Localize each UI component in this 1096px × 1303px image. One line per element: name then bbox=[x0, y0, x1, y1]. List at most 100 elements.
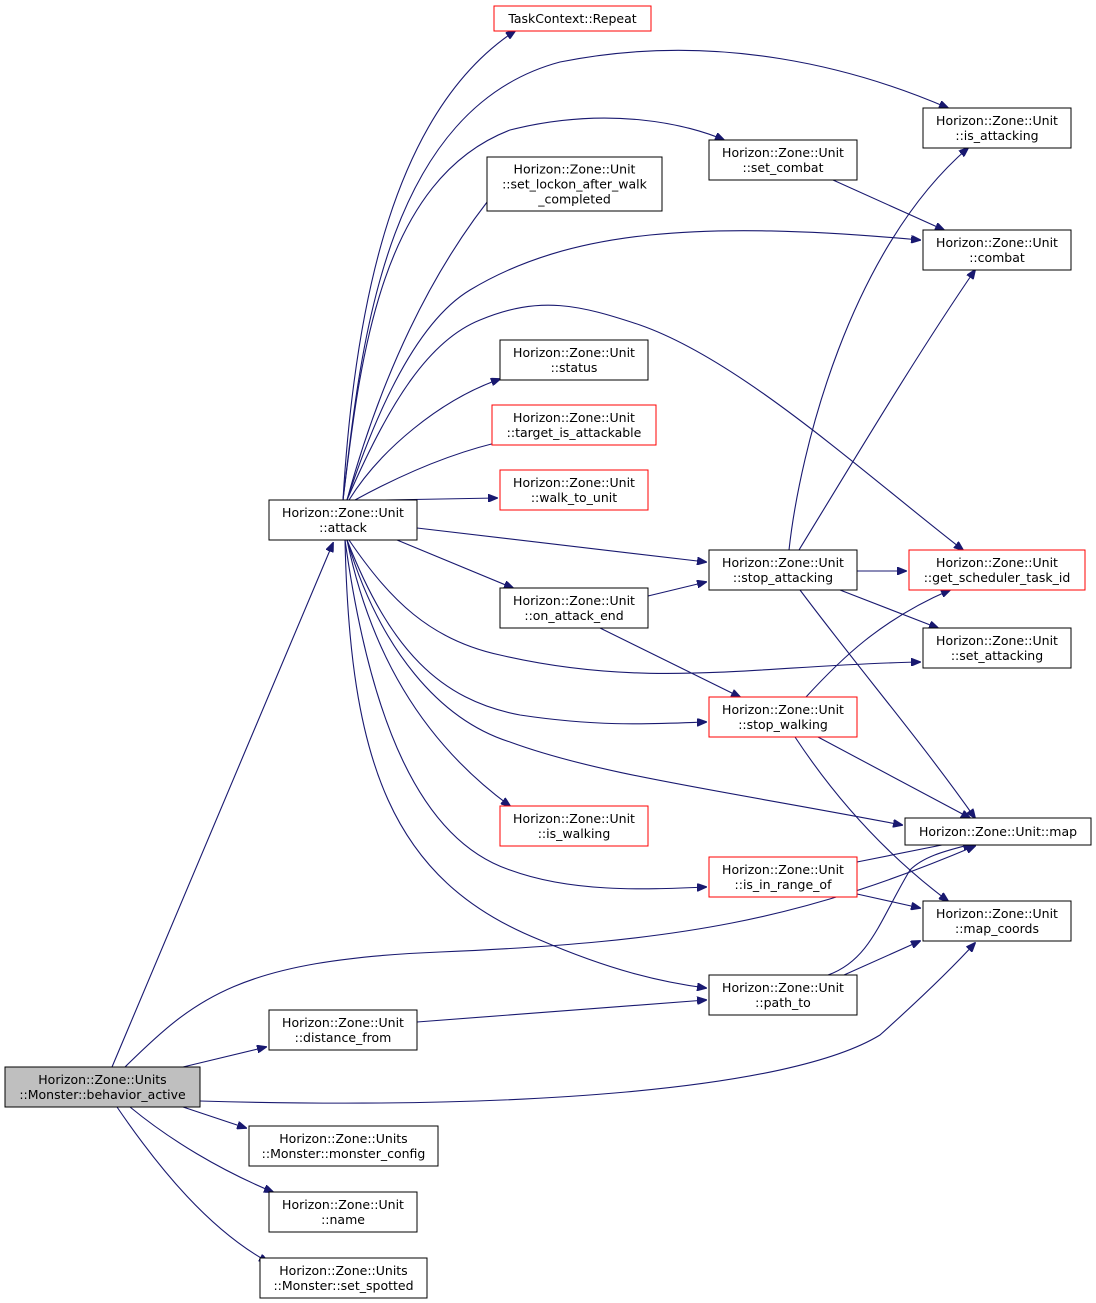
node-label: Horizon::Zone::Unit bbox=[936, 113, 1058, 128]
node-label: Horizon::Zone::Unit bbox=[282, 1015, 404, 1030]
node-box bbox=[499, 587, 649, 629]
node-label: ::set_combat bbox=[743, 160, 824, 175]
edge-on-attack-end-to-stop-walking bbox=[599, 627, 740, 697]
edge-attack-to-set-combat bbox=[342, 117, 724, 501]
edge-stop-walking-to-get-scheduler-task-id bbox=[805, 590, 950, 698]
edge-behavior-active-to-set-spotted bbox=[116, 1106, 268, 1262]
node-on-attack-end[interactable]: Horizon::Zone::Unit::on_attack_end bbox=[499, 587, 649, 629]
node-box bbox=[922, 107, 1072, 149]
edge-attack-to-set-lockon bbox=[346, 186, 500, 501]
node-attack[interactable]: Horizon::Zone::Unit::attack bbox=[268, 499, 418, 541]
node-path-to[interactable]: Horizon::Zone::Unit::path_to bbox=[708, 974, 858, 1016]
node-label: ::get_scheduler_task_id bbox=[924, 570, 1071, 585]
edge-attack-to-is-in-range-of bbox=[344, 539, 706, 889]
node-box bbox=[708, 696, 858, 738]
node-is-in-range-of[interactable]: Horizon::Zone::Unit::is_in_range_of bbox=[708, 856, 858, 898]
node-label: Horizon::Zone::Units bbox=[38, 1072, 166, 1087]
edge-attack-to-stop-walking bbox=[346, 539, 706, 724]
node-label: ::distance_from bbox=[295, 1030, 392, 1045]
node-label: Horizon::Zone::Units bbox=[279, 1263, 407, 1278]
node-label: Horizon::Zone::Unit bbox=[936, 555, 1058, 570]
edge-attack-to-target-is-attackable bbox=[354, 440, 509, 501]
edge-behavior-active-to-map-coords bbox=[199, 943, 975, 1104]
node-box bbox=[708, 856, 858, 898]
node-label: Horizon::Zone::Units bbox=[279, 1131, 407, 1146]
edge-attack-to-map bbox=[346, 539, 902, 825]
node-status[interactable]: Horizon::Zone::Unit::status bbox=[499, 339, 649, 381]
node-label: ::name bbox=[321, 1212, 365, 1227]
node-label: Horizon::Zone::Unit bbox=[282, 1197, 404, 1212]
node-box bbox=[708, 139, 858, 181]
node-get-scheduler-task-id[interactable]: Horizon::Zone::Unit::get_scheduler_task_… bbox=[908, 549, 1086, 591]
edge-stop-walking-to-map bbox=[817, 736, 970, 818]
node-label: Horizon::Zone::Unit bbox=[722, 555, 844, 570]
node-is-attacking[interactable]: Horizon::Zone::Unit::is_attacking bbox=[922, 107, 1072, 149]
node-repeat[interactable]: TaskContext::Repeat bbox=[493, 5, 652, 32]
node-target-is-attackable[interactable]: Horizon::Zone::Unit::target_is_attackabl… bbox=[491, 404, 657, 446]
edge-attack-to-on-attack-end bbox=[396, 539, 513, 588]
node-box bbox=[908, 549, 1086, 591]
node-box bbox=[4, 1066, 201, 1108]
node-label: ::stop_walking bbox=[738, 717, 828, 732]
node-label: Horizon::Zone::Unit bbox=[722, 980, 844, 995]
node-label: ::map_coords bbox=[955, 921, 1039, 936]
node-label: ::Monster::set_spotted bbox=[273, 1278, 413, 1293]
node-box bbox=[486, 156, 663, 212]
node-name[interactable]: Horizon::Zone::Unit::name bbox=[268, 1191, 418, 1233]
node-behavior-active[interactable]: Horizon::Zone::Units::Monster::behavior_… bbox=[4, 1066, 201, 1108]
node-label: ::path_to bbox=[755, 995, 811, 1010]
node-label: Horizon::Zone::Unit bbox=[722, 702, 844, 717]
node-box bbox=[499, 805, 649, 847]
node-box bbox=[493, 5, 652, 32]
node-box bbox=[904, 817, 1092, 846]
node-stop-walking[interactable]: Horizon::Zone::Unit::stop_walking bbox=[708, 696, 858, 738]
node-combat[interactable]: Horizon::Zone::Unit::combat bbox=[922, 229, 1072, 271]
node-label: Horizon::Zone::Unit bbox=[282, 505, 404, 520]
node-set-combat[interactable]: Horizon::Zone::Unit::set_combat bbox=[708, 139, 858, 181]
node-box bbox=[248, 1125, 439, 1167]
node-label: Horizon::Zone::Unit bbox=[936, 633, 1058, 648]
node-label: ::attack bbox=[319, 520, 367, 535]
node-label: ::target_is_attackable bbox=[507, 425, 642, 440]
node-set-spotted[interactable]: Horizon::Zone::Units::Monster::set_spott… bbox=[259, 1257, 428, 1299]
node-box bbox=[922, 627, 1072, 669]
node-is-walking[interactable]: Horizon::Zone::Unit::is_walking bbox=[499, 805, 649, 847]
edge-attack-to-is-walking bbox=[346, 539, 510, 806]
node-distance-from[interactable]: Horizon::Zone::Unit::distance_from bbox=[268, 1009, 418, 1051]
node-label: ::stop_attacking bbox=[733, 570, 833, 585]
edge-distance-from-to-path-to bbox=[416, 1000, 706, 1023]
edge-set-combat-to-combat bbox=[832, 179, 944, 230]
node-set-lockon[interactable]: Horizon::Zone::Unit::set_lockon_after_wa… bbox=[486, 156, 663, 212]
node-box bbox=[922, 900, 1072, 942]
node-label: Horizon::Zone::Unit::map bbox=[919, 824, 1077, 839]
edge-attack-to-path-to bbox=[344, 539, 706, 988]
node-set-attacking[interactable]: Horizon::Zone::Unit::set_attacking bbox=[922, 627, 1072, 669]
node-label: ::set_attacking bbox=[951, 648, 1043, 663]
node-label: ::is_attacking bbox=[955, 128, 1038, 143]
edge-attack-to-stop-attacking bbox=[416, 527, 706, 562]
node-box bbox=[499, 469, 649, 511]
edge-attack-to-repeat bbox=[342, 31, 515, 501]
node-label: Horizon::Zone::Unit bbox=[936, 906, 1058, 921]
edge-behavior-active-to-name bbox=[129, 1106, 273, 1192]
node-label: ::set_lockon_after_walk bbox=[502, 177, 648, 192]
node-map-coords[interactable]: Horizon::Zone::Unit::map_coords bbox=[922, 900, 1072, 942]
edge-behavior-active-to-attack bbox=[111, 543, 333, 1068]
node-stop-attacking[interactable]: Horizon::Zone::Unit::stop_attacking bbox=[708, 549, 858, 591]
edge-attack-to-status bbox=[348, 379, 500, 501]
node-label: Horizon::Zone::Unit bbox=[936, 235, 1058, 250]
node-label: Horizon::Zone::Unit bbox=[513, 593, 635, 608]
node-walk-to-unit[interactable]: Horizon::Zone::Unit::walk_to_unit bbox=[499, 469, 649, 511]
node-label: Horizon::Zone::Unit bbox=[722, 862, 844, 877]
edge-stop-attacking-to-map bbox=[799, 589, 975, 818]
edge-stop-walking-to-map-coords bbox=[794, 736, 948, 901]
edge-is-in-range-of-to-map-coords bbox=[856, 893, 920, 908]
node-label: Horizon::Zone::Unit bbox=[513, 811, 635, 826]
edge-stop-attacking-to-set-attacking bbox=[839, 589, 938, 628]
node-box bbox=[268, 1191, 418, 1233]
node-label: Horizon::Zone::Unit bbox=[513, 475, 635, 490]
node-monster-config[interactable]: Horizon::Zone::Units::Monster::monster_c… bbox=[248, 1125, 439, 1167]
node-map[interactable]: Horizon::Zone::Unit::map bbox=[904, 817, 1092, 846]
node-label: ::Monster::monster_config bbox=[262, 1146, 426, 1161]
node-box bbox=[491, 404, 657, 446]
